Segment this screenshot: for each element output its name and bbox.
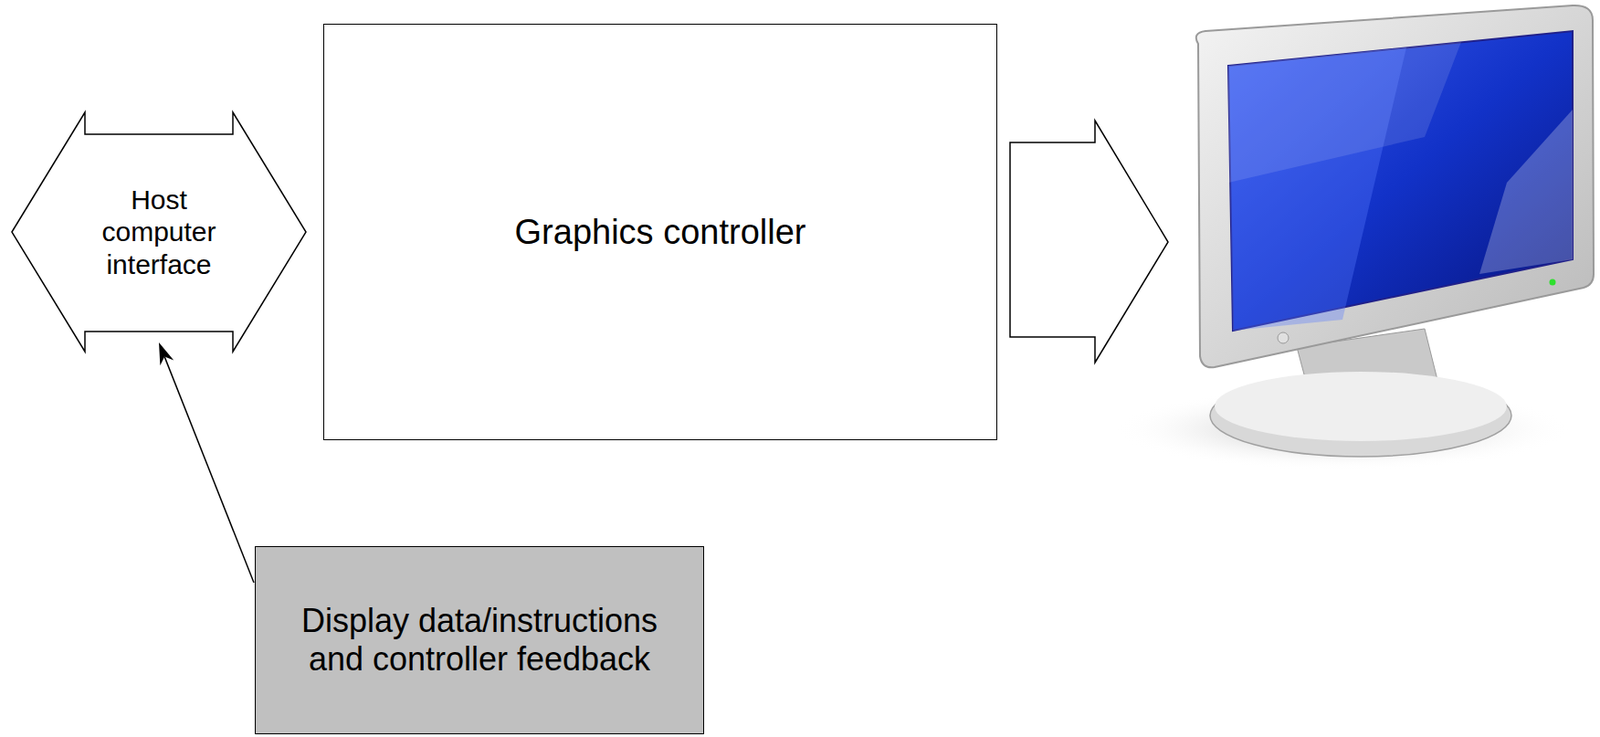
node-label: Graphics controller [515, 211, 807, 253]
node-label: Host computer interface [85, 183, 232, 281]
node-label: Display data/instructions and controller… [269, 601, 690, 680]
controller-box: Graphics controller [323, 23, 998, 441]
output-arrow [1010, 120, 1169, 363]
leader-arrow [158, 342, 254, 583]
data-box: Display data/instructions and controller… [254, 546, 705, 735]
interface-double-arrow: Host computer interface [11, 112, 306, 352]
monitor-illustration [1114, 5, 1594, 471]
